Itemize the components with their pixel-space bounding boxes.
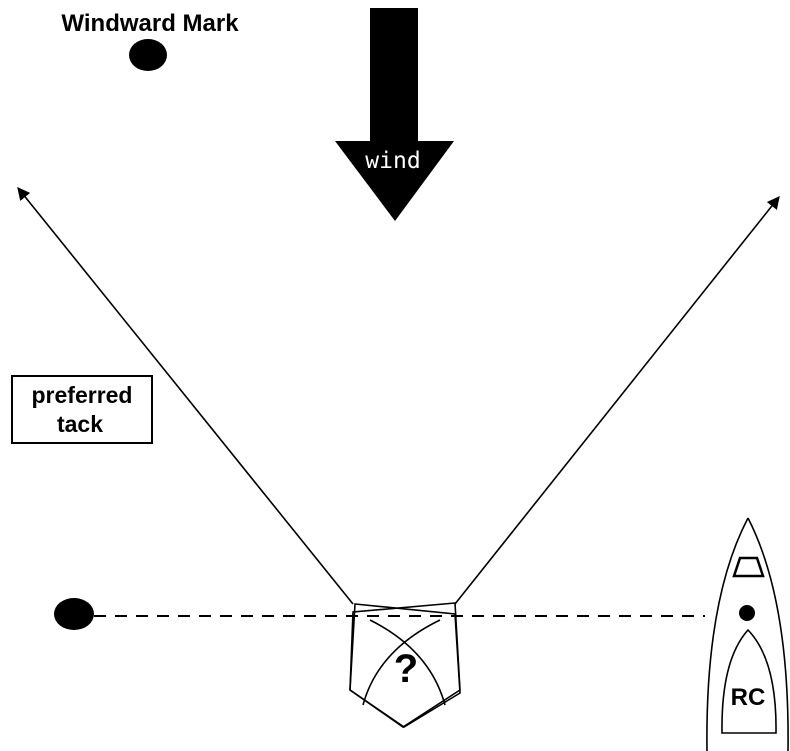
windward-mark-label: Windward Mark: [61, 10, 239, 37]
wind-arrow: [335, 8, 454, 221]
starboard-tack-line: [454, 195, 780, 605]
pin-end-buoy: [54, 598, 94, 630]
committee-boat-flag-dot: [739, 605, 755, 621]
boat-hulls: [349, 602, 461, 728]
windward-mark-buoy: [129, 39, 167, 71]
committee-boat-label: RC: [731, 684, 766, 711]
port-tack-line: [17, 187, 354, 605]
boat-question-mark: ?: [394, 647, 418, 691]
preferred-tack-box: [11, 375, 153, 444]
committee-boat: [706, 517, 789, 751]
preferred-tack-line1: preferred: [32, 382, 133, 408]
preferred-tack-line2: tack: [57, 411, 103, 437]
wind-label: wind: [365, 148, 420, 174]
